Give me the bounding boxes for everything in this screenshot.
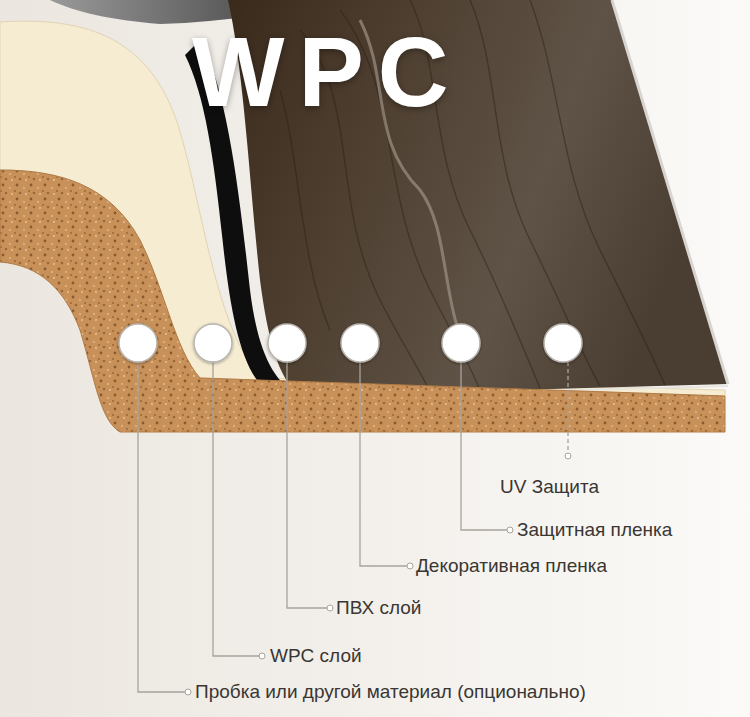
layer-label: Декоративная пленка	[416, 555, 607, 577]
layer-label: WPC слой	[270, 645, 362, 667]
leader-lines	[138, 362, 568, 692]
layer-label: UV Защита	[500, 476, 599, 498]
layer-label: Защитная пленка	[517, 519, 672, 541]
protective-film-edge	[612, 0, 728, 384]
title: WPC	[192, 22, 463, 122]
marker-circles	[119, 324, 582, 362]
layer-label: Пробка или другой материал (опционально)	[195, 681, 586, 703]
layer-label: ПВХ слой	[336, 597, 421, 619]
cork-layer	[0, 170, 725, 432]
